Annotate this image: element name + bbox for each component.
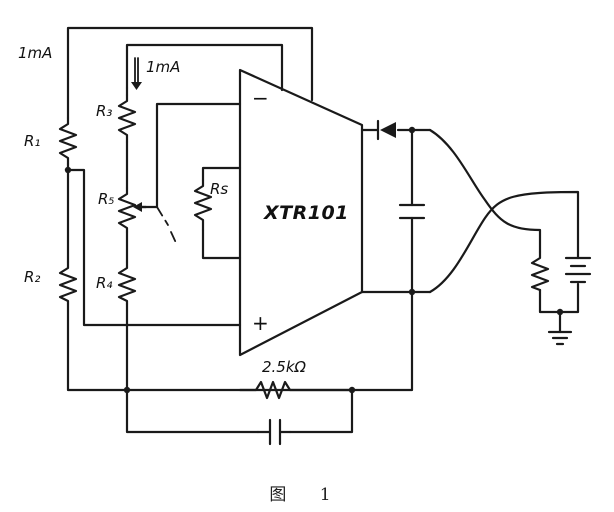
circuit-schematic: XTR101 − + <box>18 26 592 446</box>
ground-icon <box>547 330 573 346</box>
xtr101-amplifier: XTR101 − + <box>238 68 364 357</box>
junction-out-bottom <box>408 288 416 296</box>
junction-right-bottom <box>348 386 356 394</box>
junction-left-bottom <box>123 386 131 394</box>
junction-r1-r2 <box>64 166 72 174</box>
wire-rs-top <box>201 166 242 182</box>
label-r3: R₃ <box>96 102 112 120</box>
diode-triangle-icon <box>380 122 396 138</box>
capacitors <box>256 203 426 446</box>
r5-wiper <box>133 202 148 212</box>
resistor-2-5k <box>238 380 354 400</box>
resistor-r4 <box>117 260 137 306</box>
resistor-r1 <box>58 116 78 166</box>
label-r4: R₄ <box>96 274 112 292</box>
wire-plus-input <box>66 168 242 327</box>
noninverting-input-sign: + <box>252 311 269 335</box>
label-r2: R₂ <box>24 268 40 286</box>
junction-out-top <box>408 126 416 134</box>
ground-symbol <box>547 330 573 346</box>
resistor-r2 <box>58 260 78 306</box>
wire-load-bottom <box>538 282 580 314</box>
wire-cap-right <box>288 388 354 434</box>
resistor-r3 <box>117 93 137 144</box>
figure-caption: 图 1 <box>269 485 345 505</box>
diode <box>376 119 396 141</box>
labels: 1mA 1mA R₁ R₂ R₃ R₅ R₄ Rs 2.5kΩ <box>18 44 307 376</box>
resistors <box>58 93 550 400</box>
junction-ground <box>556 308 564 316</box>
wire-r4-down <box>125 302 260 434</box>
inverting-input-sign: − <box>252 86 269 110</box>
battery-plates <box>564 256 592 284</box>
label-feedback-resistor: 2.5kΩ <box>262 358 307 376</box>
battery <box>564 256 592 284</box>
wire-twisted-b <box>428 190 580 294</box>
label-outer-current: 1mA <box>18 44 52 62</box>
label-inner-current: 1mA <box>146 58 180 76</box>
wire-rs-bottom <box>201 228 242 260</box>
chip-label: XTR101 <box>263 202 349 224</box>
label-r5: R₅ <box>98 190 114 208</box>
wires <box>66 26 580 434</box>
junctions <box>64 126 564 394</box>
capacitor-output <box>398 203 426 220</box>
label-r1: R₁ <box>24 132 40 150</box>
wire-twisted-a <box>428 128 542 254</box>
wiper-arrow-icon <box>133 202 142 212</box>
resistor-rs <box>193 178 213 232</box>
wiper-dashed-arrow <box>156 206 178 246</box>
current-indicator <box>131 57 142 90</box>
resistor-r5 <box>117 186 137 234</box>
resistor-load <box>530 250 550 292</box>
wire-top-inner <box>125 43 284 92</box>
current-arrow-icon <box>131 82 142 90</box>
current-arrow-lines <box>134 57 139 83</box>
capacitor-bottom <box>256 418 292 446</box>
wire-top-outer <box>66 26 314 120</box>
label-rs: Rs <box>210 180 228 198</box>
